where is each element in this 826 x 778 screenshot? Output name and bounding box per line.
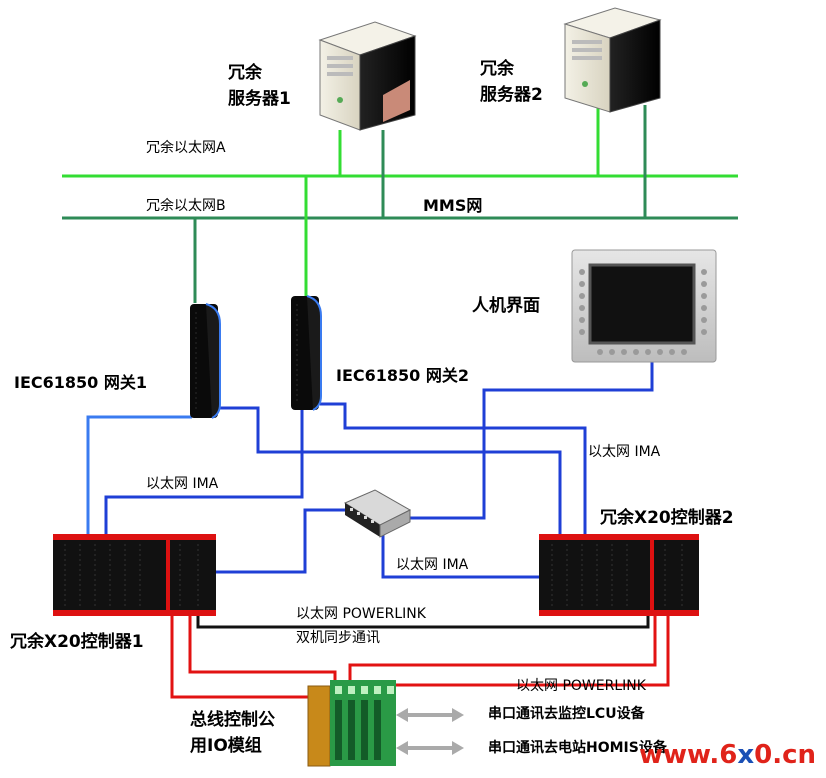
powerlink-sync-link xyxy=(196,615,650,629)
hmi-panel-icon xyxy=(571,249,717,363)
ima-center-label: 以太网 IMA xyxy=(396,557,469,573)
server-1-icon xyxy=(318,21,417,131)
gateway-drop-lines xyxy=(193,176,308,303)
hmi-label: 人机界面 xyxy=(472,296,540,316)
powerlink-io-label: 以太网 POWERLINK xyxy=(516,678,646,694)
io-module-icon xyxy=(307,680,396,767)
ima-right-label: 以太网 IMA xyxy=(588,444,661,460)
ethernet-switch-icon xyxy=(343,489,412,538)
watermark-logo: www.6x0.cn xyxy=(638,740,816,770)
mms-label: MMS网 xyxy=(423,196,483,215)
server-drop-lines xyxy=(338,105,647,218)
ethernet-a-label: 冗余以太网A xyxy=(146,140,226,156)
serial-homis-label: 串口通讯去电站HOMIS设备 xyxy=(488,740,667,756)
ima-left-label: 以太网 IMA xyxy=(146,476,219,492)
serial-arrow-homis-icon xyxy=(396,741,464,755)
gateway-1-icon xyxy=(190,303,221,419)
controller-2-icon xyxy=(539,534,699,616)
server-2-label: 冗余 服务器2 xyxy=(480,59,543,105)
ima-links xyxy=(86,362,654,579)
server-2-icon xyxy=(563,7,662,113)
controller-1-icon xyxy=(53,534,216,616)
ethernet-b-label: 冗余以太网B xyxy=(146,198,226,214)
io-module-label: 总线控制公 用IO模组 xyxy=(190,710,275,756)
server-1-label: 冗余 服务器1 xyxy=(228,63,291,109)
serial-arrow-lcu-icon xyxy=(396,708,464,722)
serial-lcu-label: 串口通讯去监控LCU设备 xyxy=(488,706,645,722)
gateway-2-label: IEC61850 网关2 xyxy=(336,366,469,385)
controller-1-label: 冗余X20控制器1 xyxy=(10,632,144,652)
controller-2-label: 冗余X20控制器2 xyxy=(600,508,734,528)
sync-comm-label: 双机同步通讯 xyxy=(296,630,380,646)
powerlink-sync-label: 以太网 POWERLINK xyxy=(296,606,426,622)
gateway-1-label: IEC61850 网关1 xyxy=(14,373,147,392)
gateway-2-icon xyxy=(291,295,322,411)
